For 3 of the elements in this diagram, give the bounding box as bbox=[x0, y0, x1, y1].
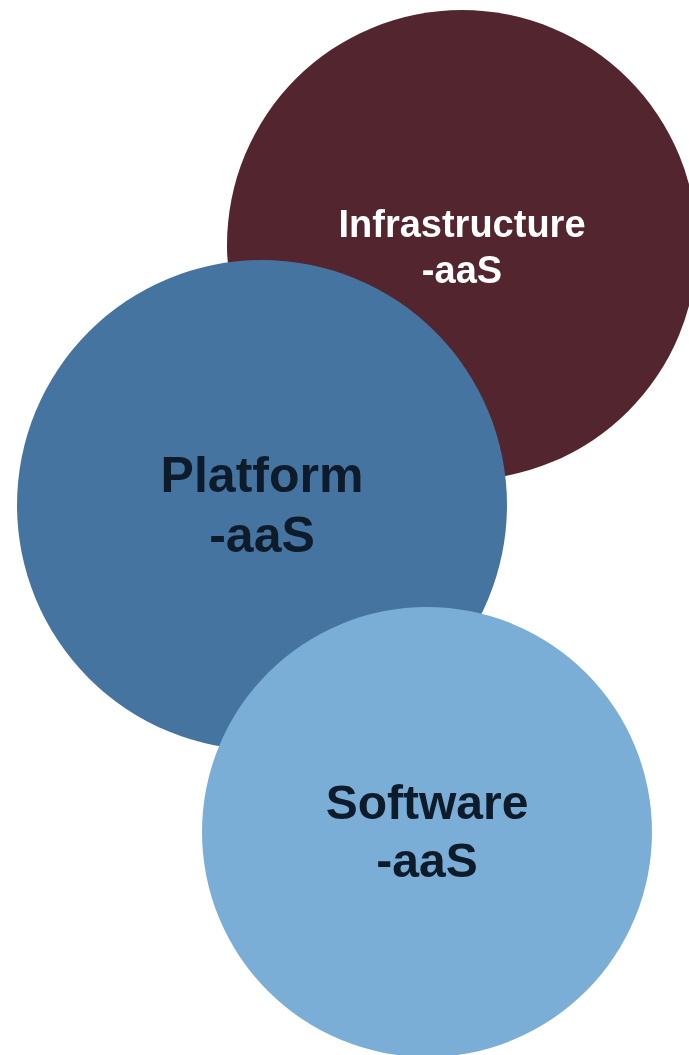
circle-label: Software -aaS bbox=[324, 775, 530, 889]
circle-label: Platform -aaS bbox=[159, 446, 365, 565]
circle-label: Infrastructure -aaS bbox=[337, 201, 587, 293]
